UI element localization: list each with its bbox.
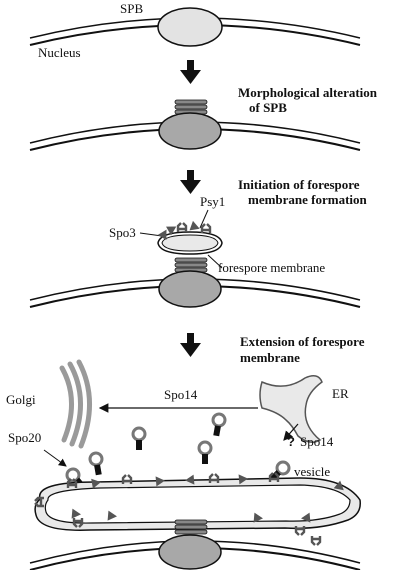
step1-title-line1: Morphological alteration <box>238 85 378 100</box>
spo14-top-label: Spo14 <box>164 387 198 402</box>
spb-plaques-2 <box>174 99 208 115</box>
er-label: ER <box>332 386 349 401</box>
spb-2 <box>158 112 222 150</box>
spb-plaques-4 <box>174 519 208 535</box>
step2-title-line2: membrane formation <box>248 192 368 207</box>
step3-title-line2: membrane <box>240 350 300 365</box>
er-to-vesicle-arrow <box>283 423 299 441</box>
forespore-membrane-pointer <box>207 254 223 269</box>
vesicle-label: vesicle <box>294 464 330 479</box>
spo20-label: Spo20 <box>8 430 41 445</box>
spo20-pointer <box>43 449 67 467</box>
spb-4 <box>158 534 222 570</box>
spo14-er-label: Spo14 <box>300 434 334 449</box>
psy1-pointer <box>199 209 209 229</box>
spo3-label: Spo3 <box>109 225 136 240</box>
down-arrow-1 <box>180 60 201 84</box>
step1-title-line2: of SPB <box>249 100 287 115</box>
down-arrow-2 <box>180 170 201 194</box>
forespore-membrane-label: forespore membrane <box>218 260 325 275</box>
step2-title-line1: Initiation of forespore <box>238 177 360 192</box>
spb-label: SPB <box>120 1 143 16</box>
nucleus-label: Nucleus <box>38 45 81 60</box>
question-mark: ? <box>287 434 295 449</box>
psy1-label: Psy1 <box>200 194 225 209</box>
forespore-membrane-extended <box>34 477 361 531</box>
down-arrow-3 <box>180 333 201 357</box>
spo3-pointer <box>139 232 163 237</box>
step3-title-line1: Extension of forespore <box>240 334 365 349</box>
spb-plaques-3 <box>174 257 208 273</box>
spb-3 <box>158 270 222 308</box>
spb-1 <box>157 7 223 47</box>
golgi-label: Golgi <box>6 392 36 407</box>
forespore-membrane-initial <box>157 231 223 255</box>
golgi-stacks <box>59 359 92 449</box>
er-shape <box>259 375 323 443</box>
